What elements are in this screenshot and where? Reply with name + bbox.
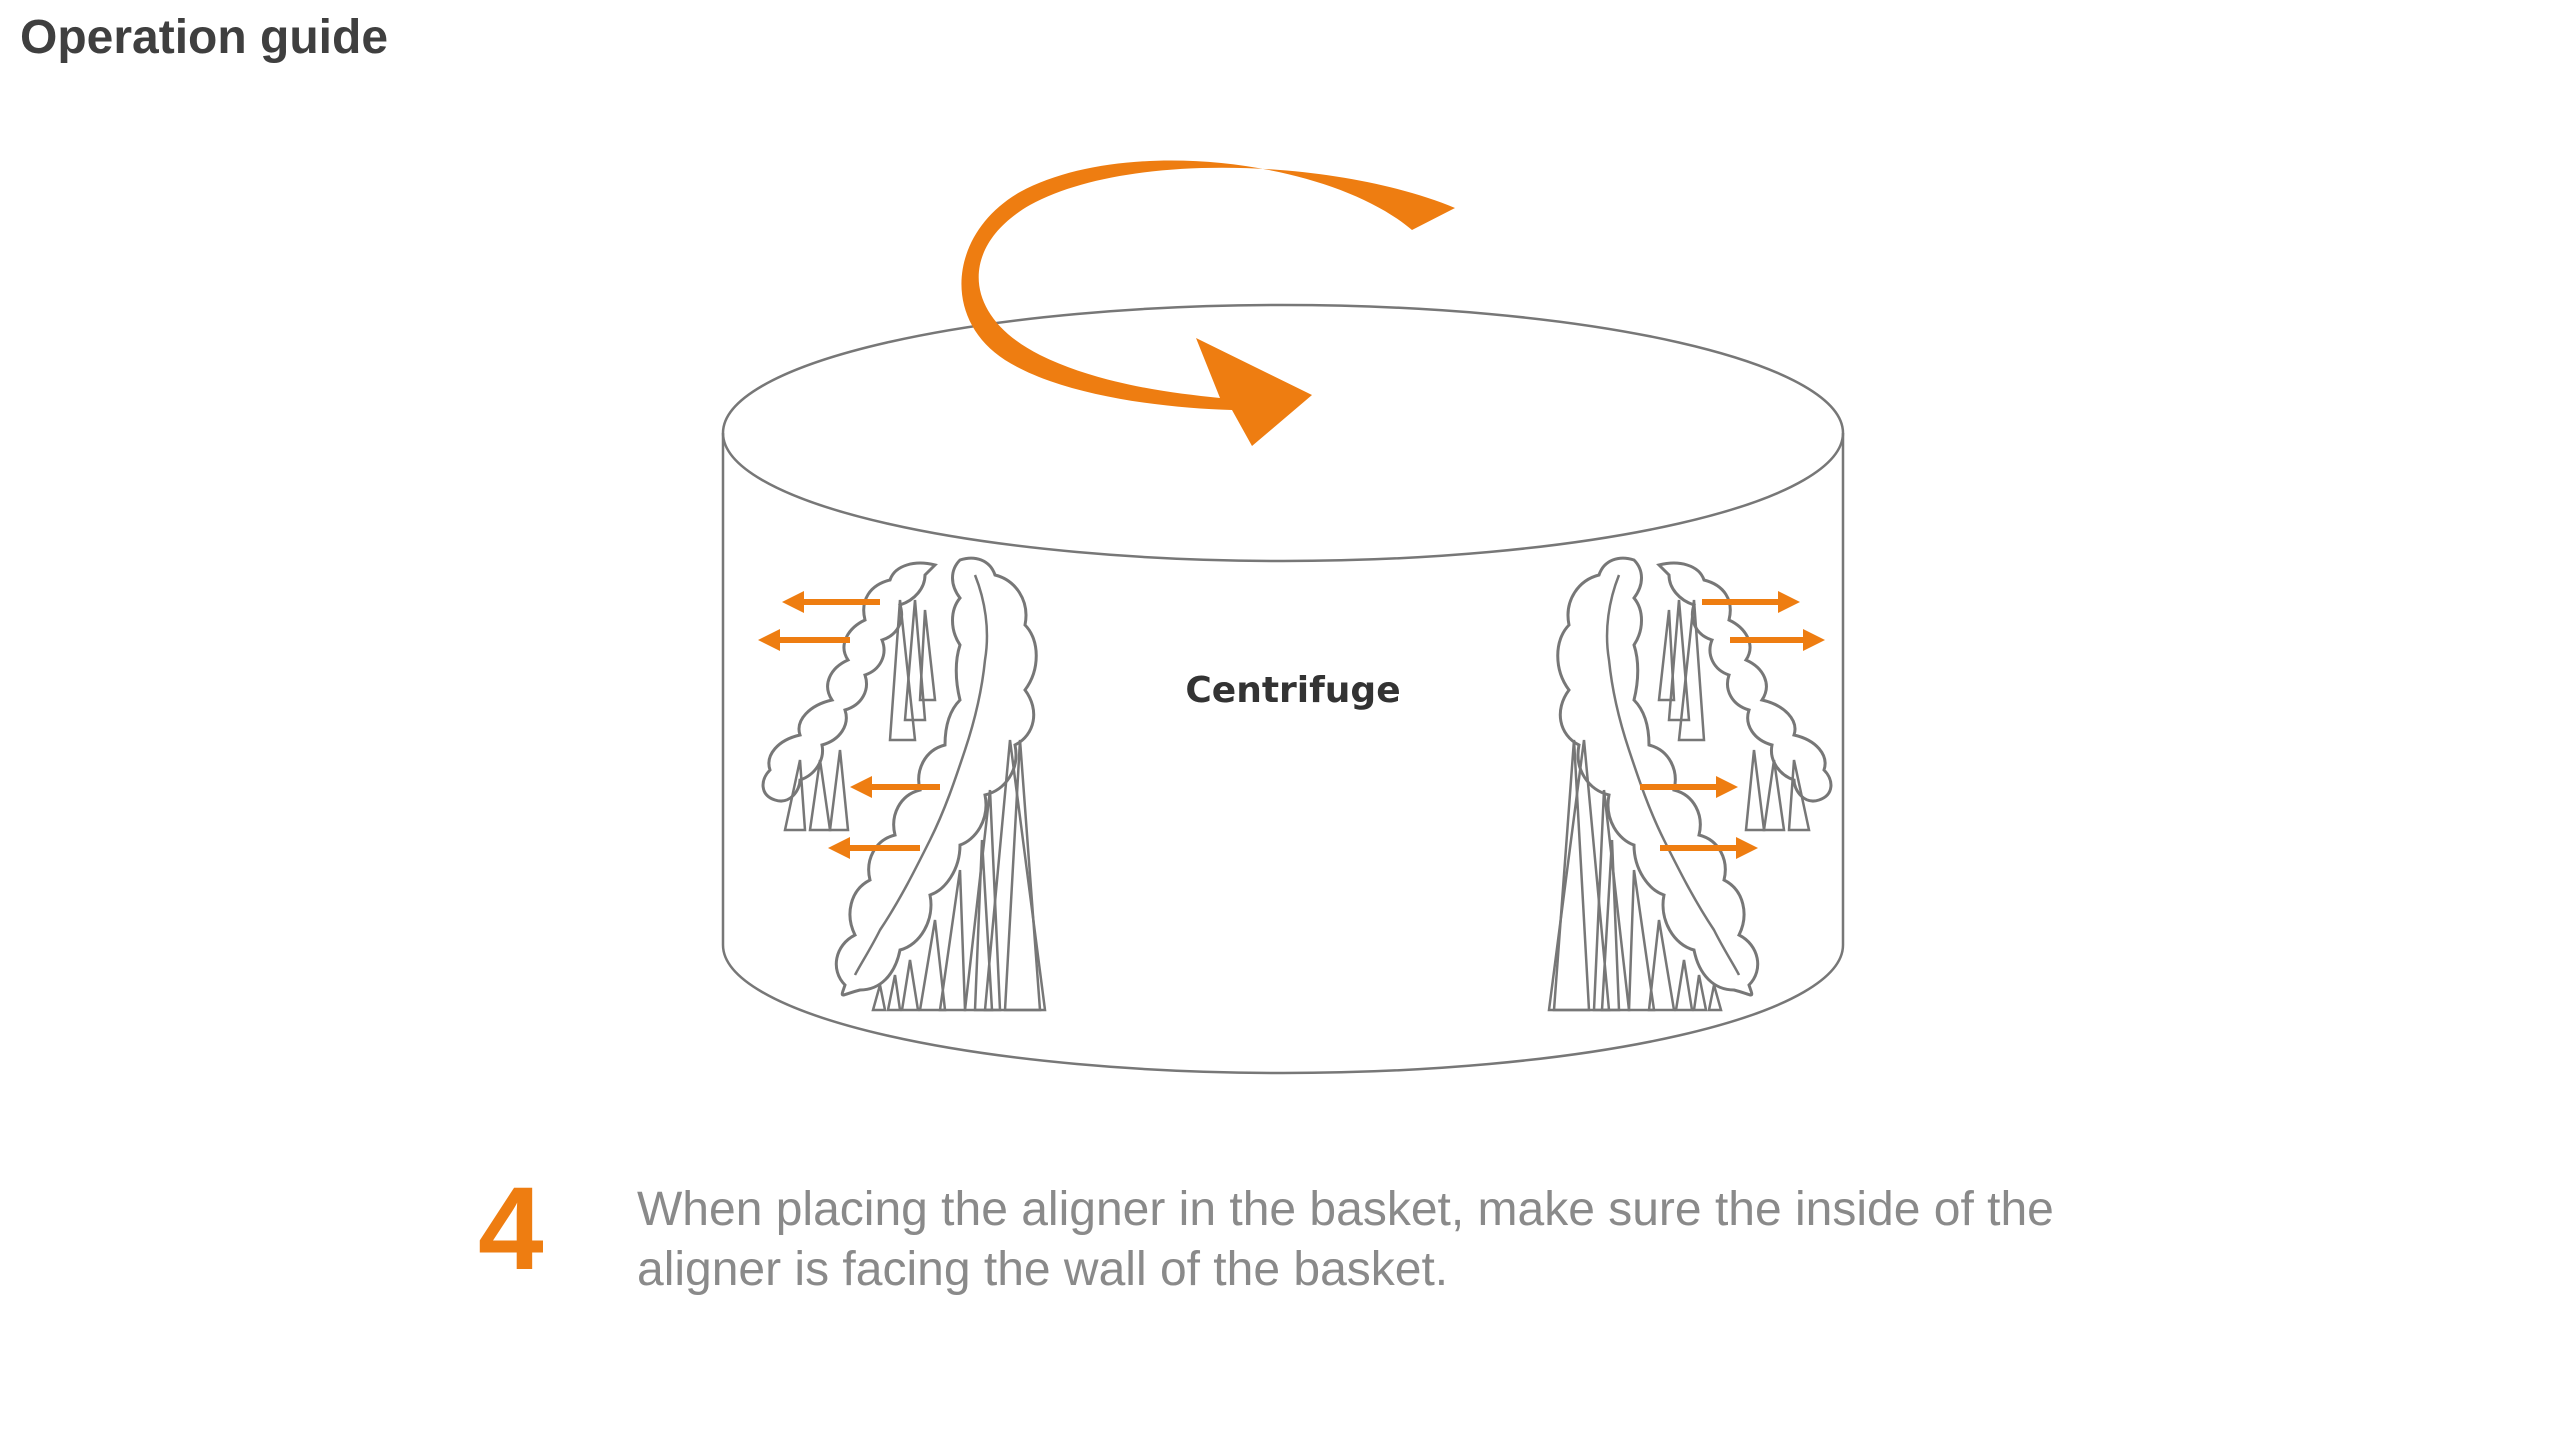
outward-arrow-icon [1730,629,1825,651]
outward-arrows-left [758,591,940,859]
outward-arrow-icon [782,591,880,613]
outward-arrows-right [1640,591,1825,859]
centrifuge-label: Centrifuge [1185,670,1400,711]
outward-arrow-icon [828,837,920,859]
outward-arrow-icon [1660,837,1758,859]
outward-arrow-icon [1640,776,1738,798]
outward-arrow-icon [758,629,850,651]
centrifuge-basket [721,303,1845,1075]
page-title: Operation guide [20,11,389,64]
step-description: When placing the aligner in the basket, … [637,1183,2054,1296]
outward-arrow-icon [1702,591,1800,613]
curved-rotation-arrow-icon [961,160,1455,446]
step-number: 4 [478,1163,544,1295]
outward-arrow-icon [850,776,940,798]
